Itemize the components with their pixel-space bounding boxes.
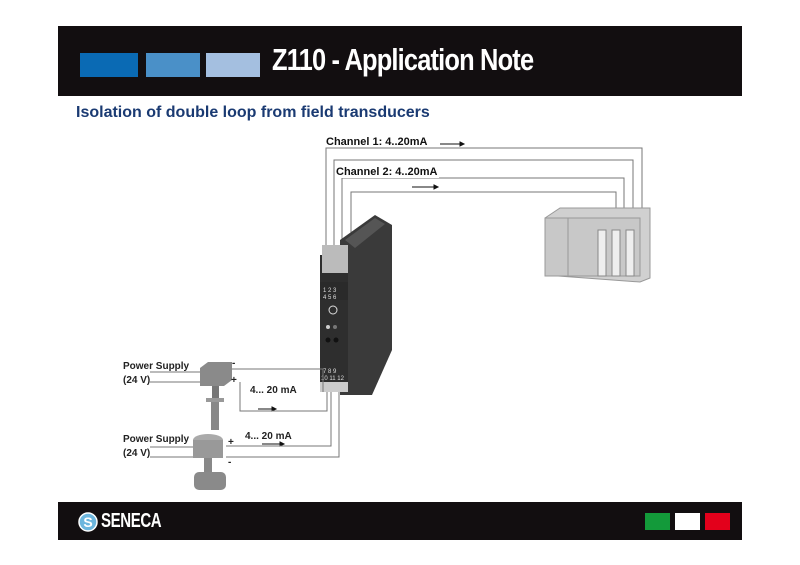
field-wires: [150, 368, 340, 458]
z110-isolator-device: 1 2 3 4 5 6 7 8 9 10 11 12: [320, 215, 392, 395]
page-title: Z110 - Application Note: [272, 42, 534, 77]
seneca-logo: S SENECA: [78, 510, 181, 533]
channel-1-label: Channel 1: 4..20mA: [326, 136, 428, 148]
pressure-transmitter: [200, 362, 232, 430]
channel-wires: [325, 147, 643, 250]
flag-red: [705, 513, 730, 530]
arrow-icon: [258, 141, 466, 447]
power-supply-label: Power Supply: [123, 361, 190, 372]
current-label: 4... 20 mA: [250, 385, 297, 396]
terminal-labels: 7 8 9: [323, 369, 337, 375]
blue-square: [146, 53, 200, 77]
minus-sign: -: [228, 457, 232, 468]
control-valve: [193, 434, 226, 490]
terminal-labels: 1 2 3: [323, 288, 337, 294]
terminal-labels: 10 11 12: [321, 376, 345, 382]
footer-bar: S SENECA: [58, 502, 742, 540]
voltage-label: (24 V): [123, 375, 151, 386]
svg-text:S: S: [83, 514, 92, 530]
flag-green: [645, 513, 670, 530]
blue-square: [80, 53, 138, 77]
logo-text: SENECA: [101, 510, 162, 532]
power-supply-label: Power Supply: [123, 434, 190, 445]
plc-rack: [544, 207, 651, 283]
plus-sign: +: [228, 437, 234, 448]
channel-2-label: Channel 2: 4..20mA: [336, 166, 440, 178]
plus-sign: +: [231, 375, 237, 386]
subtitle: Isolation of double loop from field tran…: [76, 104, 430, 121]
minus-sign: -: [232, 358, 236, 369]
seneca-s-icon: S: [78, 511, 98, 532]
voltage-label: (24 V): [123, 448, 151, 459]
blue-square: [206, 53, 260, 77]
current-label: 4... 20 mA: [245, 431, 292, 442]
terminal-labels: 4 5 6: [323, 295, 337, 301]
header-bar: Z110 - Application Note: [58, 26, 742, 96]
flag-white: [675, 513, 700, 530]
